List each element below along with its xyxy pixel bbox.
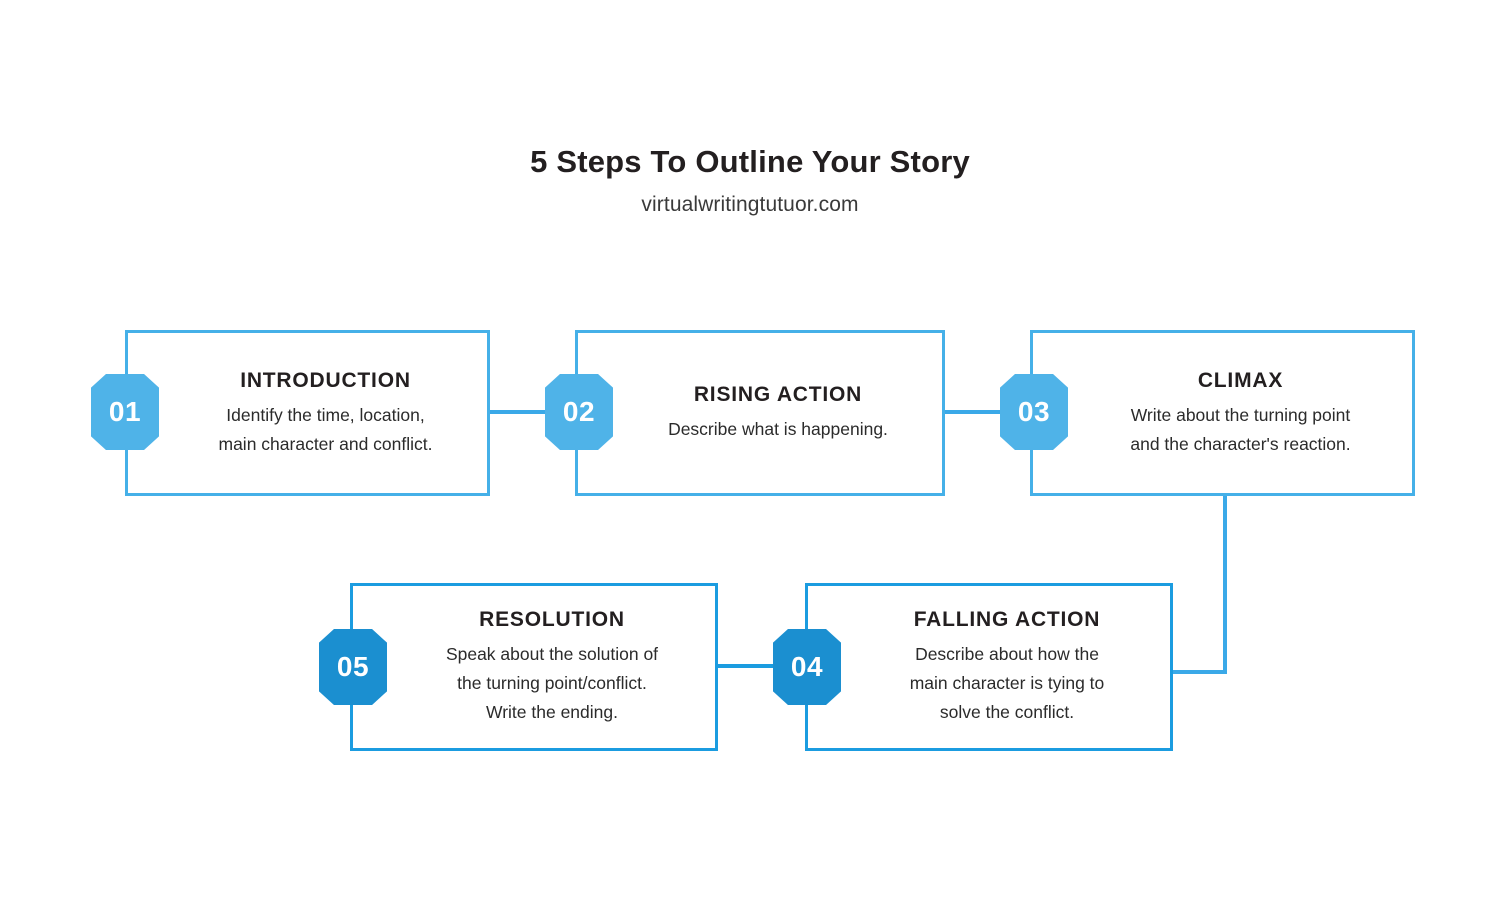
step-heading-04: FALLING ACTION	[913, 608, 1101, 631]
step-badge-05[interactable]: 05	[319, 629, 387, 705]
step-heading-03: CLIMAX	[1197, 368, 1284, 392]
step-description-01: Identify the time, location, main charac…	[218, 404, 433, 454]
step-card-05[interactable]: RESOLUTION Speak about the solution of t…	[350, 583, 718, 751]
step-badge-01[interactable]: 01	[91, 374, 159, 450]
step-description-03: Write about the turning point and the ch…	[1130, 404, 1351, 454]
step-heading-02: RISING ACTION	[693, 383, 863, 406]
step-number-05: 05	[336, 651, 370, 682]
page-title: 5 Steps To Outline Your Story	[530, 144, 970, 179]
connector-step2-step3	[943, 410, 1015, 414]
step-heading-01: INTRODUCTION	[240, 368, 411, 392]
connector-step3-down	[1223, 493, 1227, 674]
step-content-04: FALLING ACTION Describe about how the ma…	[854, 586, 1160, 748]
connector-step4-step5	[716, 664, 790, 668]
step-card-01[interactable]: INTRODUCTION Identify the time, location…	[125, 330, 490, 496]
step-content-03: CLIMAX Write about the turning point and…	[1079, 333, 1402, 493]
step-description-02: Describe what is happening.	[668, 419, 888, 439]
step-content-01: INTRODUCTION Identify the time, location…	[174, 333, 477, 493]
step-number-01: 01	[108, 396, 142, 427]
step-card-02[interactable]: RISING ACTION Describe what is happening…	[575, 330, 945, 496]
step-badge-04[interactable]: 04	[773, 629, 841, 705]
step-badge-02[interactable]: 02	[545, 374, 613, 450]
connector-step1-step2	[488, 410, 560, 414]
header: 5 Steps To Outline Your Story virtualwri…	[0, 142, 1500, 220]
step-number-04: 04	[790, 651, 824, 682]
step-content-05: RESOLUTION Speak about the solution of t…	[399, 586, 705, 748]
step-card-04[interactable]: FALLING ACTION Describe about how the ma…	[805, 583, 1173, 751]
connector-step3-step4	[1170, 670, 1227, 674]
step-badge-03[interactable]: 03	[1000, 374, 1068, 450]
step-heading-05: RESOLUTION	[479, 608, 625, 631]
step-number-03: 03	[1017, 396, 1051, 427]
step-number-02: 02	[562, 396, 596, 427]
step-content-02: RISING ACTION Describe what is happening…	[624, 333, 932, 493]
step-description-04: Describe about how the main character is…	[909, 644, 1105, 722]
step-description-05: Speak about the solution of the turning …	[445, 644, 659, 722]
step-card-03[interactable]: CLIMAX Write about the turning point and…	[1030, 330, 1415, 496]
page-subtitle: virtualwritingtutuor.com	[641, 193, 859, 216]
